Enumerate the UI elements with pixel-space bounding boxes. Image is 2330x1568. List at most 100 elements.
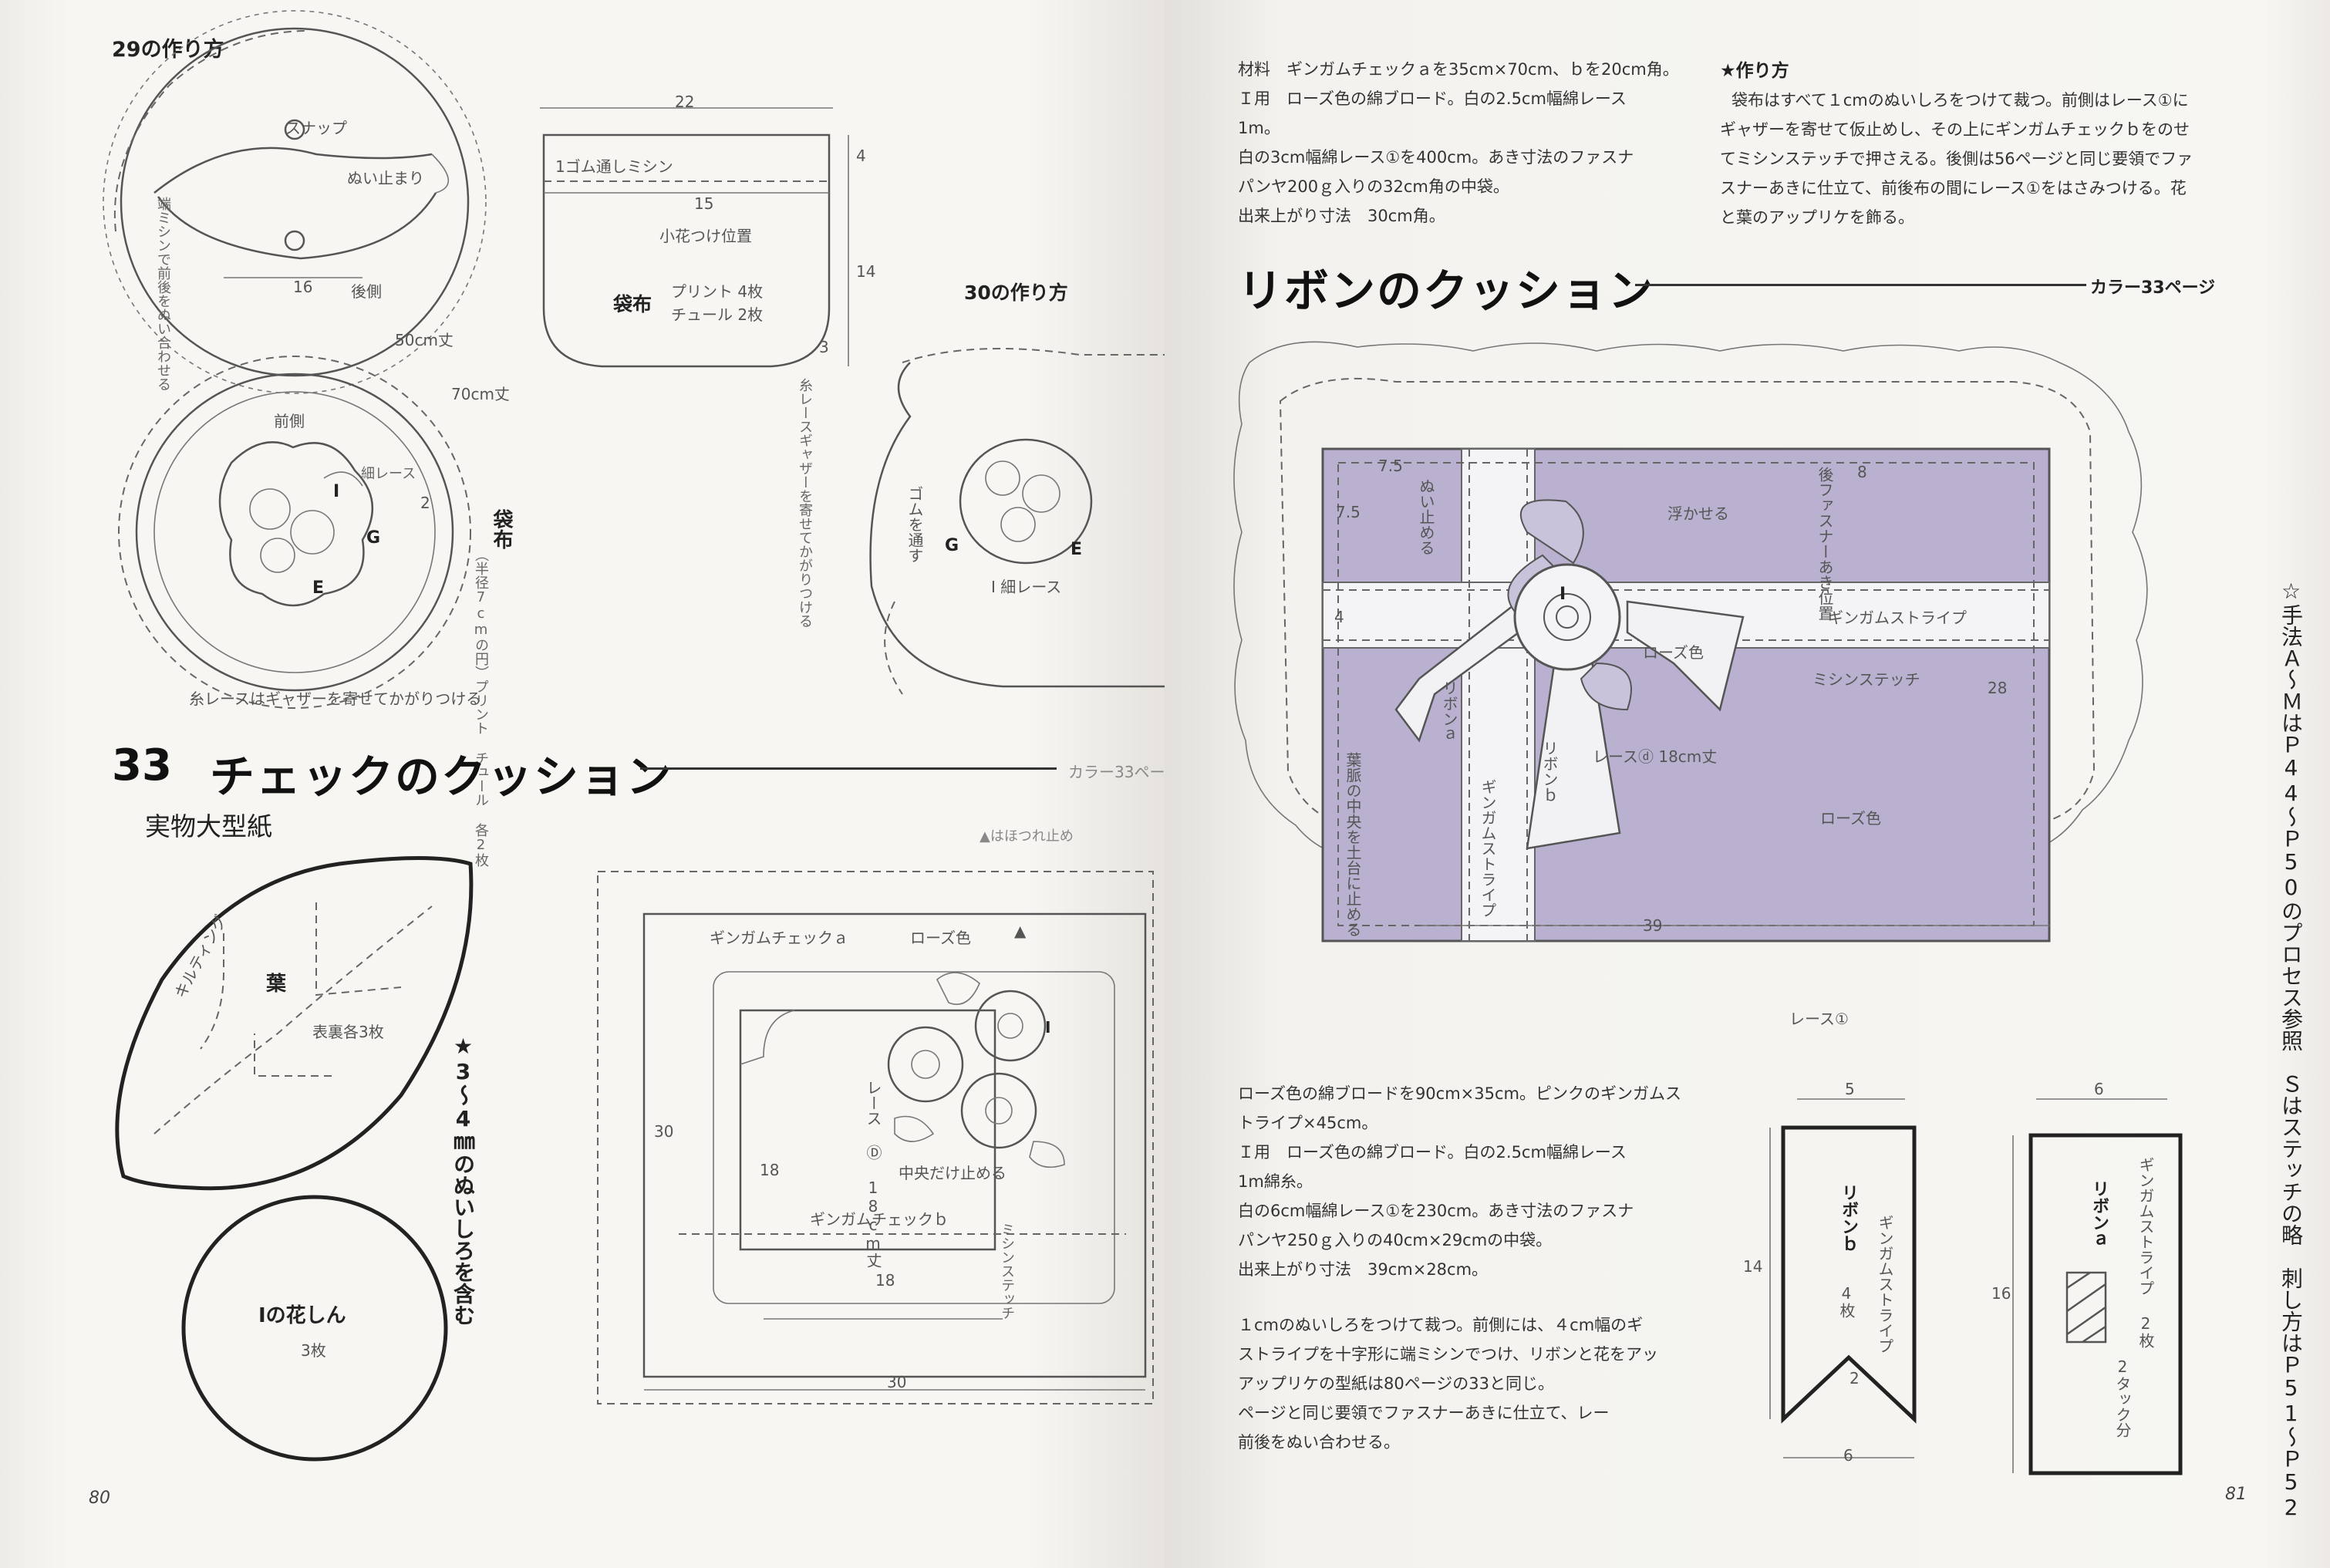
bag-dim-14: 14 — [856, 262, 876, 281]
bag-dim-4: 4 — [856, 147, 866, 165]
right-page: 材料 ギンガムチェックａを35cm×70cm、ｂを20cm角。 Ｉ用 ローズ色の… — [1165, 0, 2330, 1568]
s33-materials-line: Ｉ用 ローズ色の綿ブロード。白の2.5cm幅綿レース — [1238, 89, 1627, 108]
s33-howto-head: ★作り方 — [1720, 61, 1789, 81]
cushion33-tri-note: ▲はほつれ止め — [980, 828, 1074, 845]
s33-materials-line: 1m。 — [1238, 119, 1280, 137]
s34-materials-line: ローズ色の綿ブロードを90cm×35cm。ピンクのギンガムス — [1238, 1084, 1681, 1103]
page-number-right: 81 — [2225, 1485, 2247, 1504]
s34-materials-line: パンヤ250ｇ入りの40cm×29cmの中袋。 — [1238, 1231, 1553, 1249]
p30-label-G: G — [945, 536, 959, 555]
p29-label-E: E — [312, 578, 325, 598]
c34-lace-d: レースⓓ 18cm丈 — [1593, 747, 1718, 766]
p29-hashimishin-label: 端ミシンで前後をぬい合わせる — [155, 197, 171, 391]
c34-dim-28: 28 — [1988, 679, 2008, 697]
s33-howto-line: てミシンステッチで押さえる。後側は56ページと同じ要領でファ — [1720, 150, 2193, 168]
s33-materials-line: 出来上がり寸法 30cm角。 — [1238, 207, 1445, 225]
rb-name: リボンｂ — [1839, 1184, 1858, 1252]
rb-dim-2: 2 — [1850, 1369, 1860, 1388]
s33-howto-line: 袋布はすべて１cmのぬいしろをつけて裁つ。前側はレース①に — [1731, 91, 2189, 110]
s33-materials-line: 白の3cm幅綿レース①を400cm。あき寸法のファスナ — [1238, 148, 1634, 167]
c34-ribbon-a: リボンａ — [1440, 680, 1458, 742]
s33-materials-line: パンヤ200ｇ入りの32cm角の中袋。 — [1238, 177, 1509, 196]
p29-ushiro-label: 後側 — [351, 282, 382, 301]
s34-howto-line: ページと同じ要領でファスナーあきに仕立て、レー — [1238, 1404, 1610, 1422]
ra-tuck: 2タック分 — [2113, 1357, 2132, 1438]
bag-tulle-label: チュール 2枚 — [671, 305, 764, 324]
rb-dim-14: 14 — [1743, 1257, 1763, 1276]
cushion33-lace-d: レース Ⓓ 18cm丈 — [864, 1080, 882, 1268]
s33-howto-line: と葉のアップリケを飾る。 — [1720, 208, 1914, 227]
cushion33-dim18h: 18 — [875, 1271, 895, 1290]
c34-nui-tome: ぬい止める — [1417, 478, 1435, 555]
s33-howto-line: ギャザーを寄せて仮止めし、その上にギンガムチェックｂをのせ — [1720, 120, 2190, 139]
s33-howto-line: スナーあきに仕立て、前後布の間にレース①をはさみつける。花 — [1720, 179, 2187, 197]
s33-color-ref: カラー33ページ — [1068, 763, 1165, 781]
rb-dim-5: 5 — [1845, 1080, 1855, 1098]
cushion33-chuou: 中央だけ止める — [899, 1164, 1007, 1182]
ra-dim-16: 16 — [1991, 1284, 2011, 1303]
s33-patterns — [115, 856, 1154, 1462]
ribbon-cushion-diagram — [1233, 341, 2148, 942]
rb-fabric: ギンガムストライプ — [1876, 1215, 1894, 1354]
s34-color-ref: カラー33ページ — [2090, 278, 2216, 298]
cushion33-gingham-b: ギンガムチェックｂ — [810, 1210, 949, 1229]
s34-title-rule — [1635, 284, 2086, 286]
p29-nuidomari-label: ぬい止まり — [347, 169, 424, 187]
cushion33-dim30v: 30 — [654, 1122, 674, 1141]
s34-title: リボンのクッション — [1238, 265, 1655, 317]
bag-fukuro-label: 袋布 — [613, 293, 652, 315]
leaf-count-label: 表裏各3枚 — [312, 1023, 384, 1041]
flower-center-name: Iの花しん — [258, 1304, 346, 1327]
s33-title-rule — [640, 767, 1057, 770]
side-note: ☆手法Ａ〜ＭはＰ44〜Ｐ50のプロセス参照 Ｓはステッチの略 刺し方はＰ51〜Ｐ… — [2278, 578, 2304, 1520]
c34-dim-8: 8 — [1857, 463, 1867, 481]
cushion33-dim18v: 18 — [760, 1161, 780, 1179]
bag-dim-15: 15 — [694, 194, 714, 213]
bag-print-label: プリント 4枚 — [671, 282, 764, 301]
rb-count: 4枚 — [1837, 1284, 1856, 1318]
bag-gom-label: 1ゴム通しミシン — [555, 157, 673, 176]
p30-header: 30の作り方 — [964, 282, 1068, 304]
s34-howto-line: １cmのぬいしろをつけて裁つ。前側には、４cm幅のギ — [1238, 1316, 1644, 1334]
c34-ribbon-b: リボンｂ — [1540, 740, 1559, 802]
cushion33-label-I: I — [1045, 1018, 1051, 1037]
jitsubutsu-label: 実物大型紙 — [145, 811, 272, 841]
p29-header: 29の作り方 — [112, 38, 224, 62]
c34-mishin-stitch: ミシンステッチ — [1812, 670, 1920, 689]
p29-mae-label: 前側 — [274, 412, 305, 430]
p29-len-70: 70cm丈 — [451, 385, 510, 403]
p30-label-I: I 細レース — [991, 578, 1062, 596]
ra-name: リボンａ — [2089, 1180, 2109, 1248]
c34-gingham-stripe-v: ギンガムストライプ — [1479, 779, 1497, 918]
cushion33-dim30h: 30 — [887, 1373, 907, 1391]
ra-dim-6: 6 — [2094, 1080, 2104, 1098]
s34-howto-line: 前後をぬい合わせる。 — [1238, 1433, 1400, 1452]
s34-howto-line: ストライプを十字形に端ミシンでつけ、リボンと花をアッ — [1238, 1345, 1658, 1364]
c34-dim-7.5b: 7.5 — [1336, 503, 1361, 521]
seam-allowance-note: ★3〜4㎜のぬいしろを含む — [450, 1034, 476, 1326]
leaf-ha-label: 葉 — [266, 973, 287, 996]
bag-dim-3: 3 — [819, 338, 829, 356]
p29-label-G: G — [366, 528, 381, 548]
c34-dim-39: 39 — [1643, 916, 1663, 935]
s33-materials-line: 材料 ギンガムチェックａを35cm×70cm、ｂを20cm角。 — [1238, 60, 1679, 79]
s34-materials-line: Ｉ用 ローズ色の綿ブロード。白の2.5cm幅綿レース — [1238, 1143, 1627, 1162]
rb-dim-6: 6 — [1843, 1446, 1853, 1465]
c34-ukaseru: 浮かせる — [1667, 504, 1729, 523]
c34-dim-4: 4 — [1334, 608, 1344, 626]
c34-rose-1: ローズ色 — [1643, 643, 1704, 662]
ribbon-patterns — [1769, 1098, 2183, 1475]
cushion33-gingham-a: ギンガムチェックａ — [710, 929, 848, 947]
c34-dim-7.5a: 7.5 — [1378, 457, 1403, 475]
cushion33-rose: ローズ色 — [910, 929, 971, 947]
s34-materials-line: 出来上がり寸法 39cm×28cm。 — [1238, 1260, 1489, 1279]
s34-materials-line: 白の6cm幅綿レース①を230cm。あき寸法のファスナ — [1238, 1202, 1634, 1220]
bag-kohana-label: 小花つけ位置 — [659, 227, 752, 245]
c34-label-I: I — [1560, 585, 1566, 604]
p29-dim-16: 16 — [293, 278, 313, 296]
flower-center-count: 3枚 — [301, 1341, 326, 1360]
bag-dim-22: 22 — [675, 93, 695, 111]
p29-ito-lace-note: 糸レースはギャザーを寄せてかがりつける — [189, 690, 482, 708]
p29-lace-b-label: 細レース — [361, 466, 416, 482]
p29-dim-2: 2 — [420, 494, 430, 512]
